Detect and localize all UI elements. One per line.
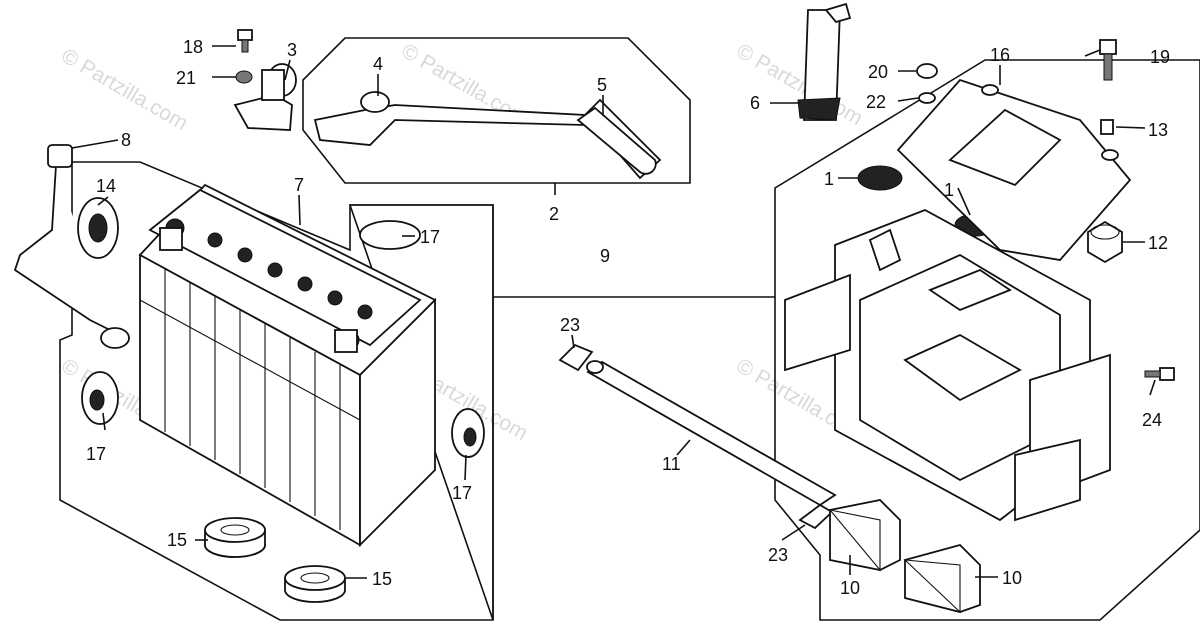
callout-15-upper: 15	[167, 530, 187, 550]
callout-1-left: 1	[824, 169, 834, 189]
callout-17-left: 17	[86, 444, 106, 464]
bolt-19-part	[1099, 39, 1117, 81]
cushion-15-upper-part	[204, 517, 266, 558]
callout-13: 13	[1148, 120, 1168, 140]
collar-13-part	[1100, 119, 1114, 135]
callout-4: 4	[373, 54, 383, 74]
callout-10-right: 10	[1002, 568, 1022, 588]
callout-8: 8	[121, 130, 131, 150]
callout-5: 5	[597, 75, 607, 95]
callout-23-lower: 23	[768, 545, 788, 565]
callout-1-right: 1	[944, 180, 954, 200]
washer-22-part	[918, 92, 936, 104]
callout-15-lower: 15	[372, 569, 392, 589]
battery-case-part	[784, 209, 1111, 522]
clip-23-upper-part	[558, 343, 594, 372]
nut-20-part	[916, 63, 938, 79]
bolt-18-part	[237, 29, 253, 53]
nut-12-part	[1087, 220, 1123, 264]
washer-21-part	[235, 70, 253, 84]
clamp-3-part	[233, 63, 297, 131]
callout-14: 14	[96, 176, 116, 196]
callout-11: 11	[662, 454, 681, 474]
group-outline-case	[774, 59, 1200, 621]
cushion-15-lower-part	[284, 565, 346, 603]
clip-23-lower-part	[798, 503, 834, 530]
callout-6: 6	[750, 93, 760, 113]
grommet-1-left-part	[857, 165, 903, 191]
battery-cable-part	[13, 144, 130, 349]
support-10-left-part	[828, 499, 901, 572]
leader-lines	[71, 45, 1156, 579]
watermark-1: © Partzilla.com	[58, 44, 192, 135]
strap-6-part	[797, 2, 852, 121]
support-10-right-part	[903, 543, 981, 614]
bolt-24-part	[1144, 367, 1175, 381]
battery-part	[138, 183, 437, 548]
callout-2: 2	[549, 204, 559, 224]
callout-17-right: 17	[452, 483, 472, 503]
callout-21: 21	[176, 68, 196, 88]
callout-19: 19	[1150, 47, 1170, 67]
callout-17-top: 17	[420, 227, 440, 247]
rod-11-part	[586, 360, 837, 507]
callout-3: 3	[287, 40, 297, 60]
pad-17-top-part	[359, 220, 421, 250]
callout-23-upper: 23	[560, 315, 580, 335]
callouts: 18 3 21 4 5 8 14 7 2 17 9 23 17 11 17 15…	[86, 37, 1170, 598]
lever-part	[313, 91, 662, 180]
callout-12: 12	[1148, 233, 1168, 253]
callout-16: 16	[990, 45, 1010, 65]
callout-18: 18	[183, 37, 203, 57]
callout-24: 24	[1142, 410, 1162, 430]
callout-7: 7	[294, 175, 304, 195]
callout-22: 22	[866, 92, 886, 112]
callout-20: 20	[868, 62, 888, 82]
callout-10-left: 10	[840, 578, 860, 598]
callout-9: 9	[600, 246, 610, 266]
